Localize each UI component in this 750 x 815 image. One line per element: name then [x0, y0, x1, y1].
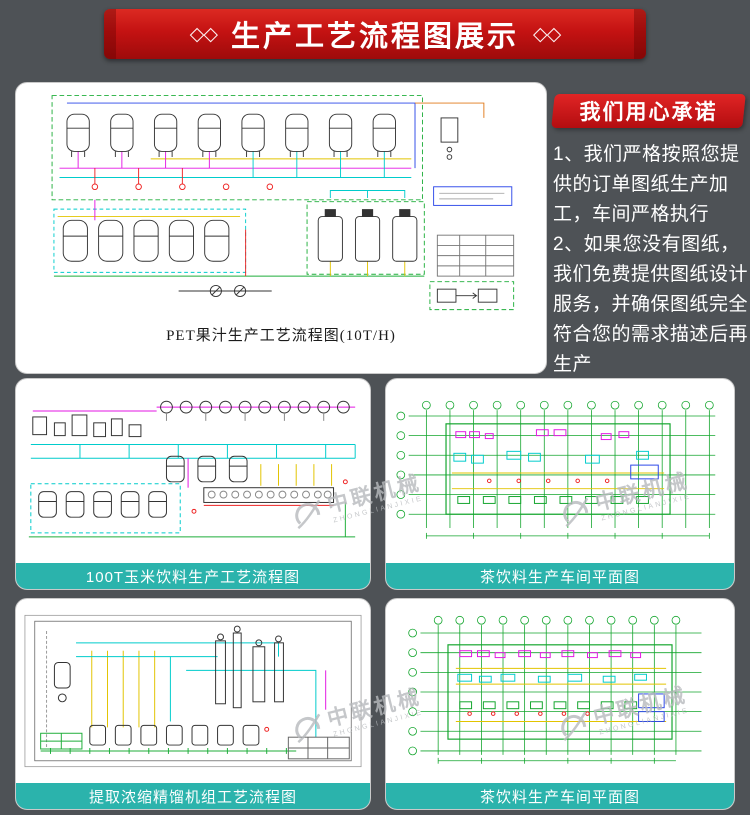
- panel-tea-plan-2: 茶饮料生产车间平面图: [385, 598, 735, 810]
- pet-flow-diagram: [51, 95, 515, 311]
- panel-caption: 100T玉米饮料生产工艺流程图: [16, 563, 370, 589]
- panel-corn-flowchart: 100T玉米饮料生产工艺流程图: [15, 378, 371, 590]
- panel-distill-flowchart: 提取浓缩精馏机组工艺流程图: [15, 598, 371, 810]
- panel-tea-plan-1: 茶饮料生产车间平面图: [385, 378, 735, 590]
- panel-caption: 茶饮料生产车间平面图: [386, 783, 734, 809]
- promise-item-1: 1、我们严格按照您提供的订单图纸生产加工，车间严格执行: [553, 144, 740, 225]
- panel-caption: 提取浓缩精馏机组工艺流程图: [16, 783, 370, 809]
- panel-caption: 茶饮料生产车间平面图: [386, 563, 734, 589]
- panel-pet-flowchart: PET果汁生产工艺流程图(10T/H): [15, 82, 547, 374]
- distill-flow-diagram: [24, 614, 362, 768]
- tea2-diagram-area: [391, 603, 729, 779]
- tea-plan2-diagram: [408, 615, 702, 764]
- tea1-diagram-area: [391, 383, 729, 559]
- corn-flow-diagram: [28, 400, 356, 538]
- page-title: 生产工艺流程图展示: [230, 21, 519, 53]
- banner-ornament-left: ◇◇: [189, 23, 218, 45]
- distill-diagram-area: [21, 603, 365, 779]
- tea-plan-diagram: [396, 400, 716, 539]
- banner-ornament-right: ◇◇: [533, 23, 561, 45]
- promise-section: 我们用心承诺 1、我们严格按照您提供的订单图纸生产加工，车间严格执行 2、如果您…: [553, 94, 750, 380]
- promise-badge: 我们用心承诺: [553, 94, 744, 128]
- section-banner: ◇◇ 生产工艺流程图展示 ◇◇: [104, 9, 646, 59]
- promise-badge-label: 我们用心承诺: [579, 101, 718, 124]
- corn-diagram-area: [21, 383, 365, 559]
- promise-item-2: 2、如果您没有图纸，我们免费提供图纸设计服务，并确保图纸完全符合您的需求描述后再…: [553, 234, 749, 375]
- pet-caption: PET果汁生产工艺流程图(10T/H): [166, 328, 396, 344]
